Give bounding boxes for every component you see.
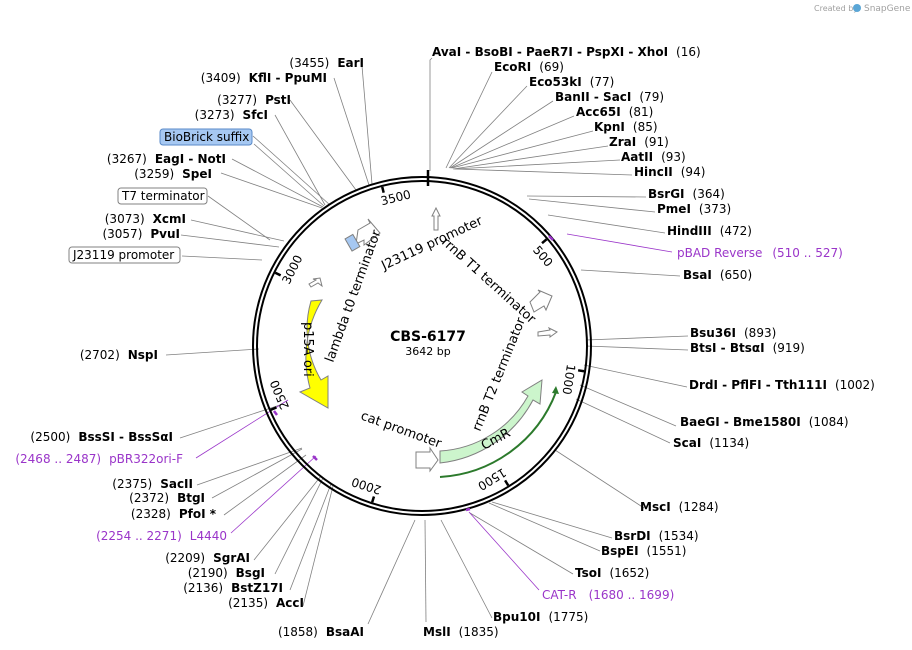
plasmid-name: CBS-6177 (390, 329, 466, 345)
feature-biobrick-suffix (344, 233, 361, 252)
site-label: BtsI - BtsαI(919) (690, 341, 805, 355)
site-label: Acc65I(81) (576, 105, 653, 119)
site-label: BaeGI - Bme1580I(1084) (680, 415, 849, 429)
site-label: BsrGI(364) (648, 187, 725, 201)
primer-label: pBAD Reverse(510 .. 527) (677, 246, 843, 260)
tick-label: 2000 (350, 475, 383, 498)
site-label: MscI(1284) (640, 500, 719, 514)
site-label: (2136)BstZ17I (183, 581, 283, 595)
site-label: HindIII(472) (667, 224, 752, 238)
tick-label: 2500 (267, 378, 292, 412)
site-label: BsrDI(1534) (614, 529, 699, 543)
t7-terminator-label: T7 terminator (121, 189, 205, 203)
primer-mark-pbr322 (273, 410, 278, 416)
tick-mark (370, 496, 376, 503)
site-label: (2372)BtgI (129, 491, 205, 505)
site-label: Bsu36I(893) (690, 326, 776, 340)
site-label: (3273)SfcI (195, 108, 268, 122)
site-label: (2190)BsgI (188, 566, 265, 580)
tick-mark (541, 238, 548, 245)
leader-lines (165, 57, 689, 625)
primer-label: CAT-R(1680 .. 1699) (542, 588, 674, 602)
primer-mark-pbad (548, 235, 554, 241)
plasmid-size: 3642 bp (405, 345, 450, 358)
backbone (252, 176, 592, 516)
snapgene-logo-icon (853, 4, 861, 12)
site-label: BanII - SacI(79) (555, 90, 664, 104)
j23119-promoter-box (68, 246, 181, 264)
feature-label-cat-promoter: cat promoter (359, 409, 444, 452)
site-label: AatII(93) (621, 150, 686, 164)
feature-label-rrnb-t1: rrnB T1 terminator (438, 235, 538, 328)
tick-mark (381, 186, 385, 194)
site-label: EcoRI(69) (494, 60, 564, 74)
site-label: AvaI - BsoBI - PaeR7I - PspXI - XhoI(16) (432, 45, 701, 59)
feature-rrnb-t1-terminator-b (529, 289, 553, 313)
site-label: Eco53kI(77) (529, 75, 614, 89)
site-label: ScaI(1134) (673, 436, 749, 450)
primer-label: (2254 .. 2271)L4440 (96, 529, 227, 543)
t7-terminator-box (117, 187, 208, 205)
site-label: (2135)AccI (228, 596, 304, 610)
site-label: (2209)SgrAI (165, 551, 250, 565)
site-label: (3267)EagI - NotI (107, 152, 226, 166)
site-label: (2702)NspI (80, 348, 158, 362)
site-label: (1858)BsaAI (278, 625, 364, 639)
j23119-promoter-label: J23119 promoter (72, 248, 174, 262)
site-label: BsaI(650) (683, 268, 752, 282)
site-label: BspEI(1551) (601, 544, 686, 558)
site-label: TsoI(1652) (575, 566, 649, 580)
site-label: (3259)SpeI (134, 167, 212, 181)
site-label: HincII(94) (634, 165, 705, 179)
site-label: MslI(1835) (423, 625, 499, 639)
feature-p15a-ori (298, 299, 329, 409)
feature-cat-promoter (415, 446, 439, 473)
feature-cmr (439, 379, 543, 464)
credit-prefix: Created by (814, 4, 858, 13)
primer-mark-l4440 (312, 455, 318, 461)
site-label: (2500)BssSI - BssSαI (30, 430, 173, 444)
site-label: (2375)SacII (112, 477, 193, 491)
site-label: DrdI - PflFI - Tth111I(1002) (689, 378, 875, 392)
site-label: KpnI(85) (594, 120, 658, 134)
site-label: (3455)EarI (289, 56, 364, 70)
tick-mark (504, 479, 510, 487)
feature-lambda-t0-terminator (308, 277, 323, 288)
primer-mark-cat-r (465, 507, 471, 512)
biobrick-suffix-box (159, 128, 253, 146)
cmr-underline-arrow-icon (552, 386, 559, 394)
credit-brand: SnapGene (864, 4, 911, 14)
feature-rrnb-t1-terminator (431, 206, 441, 231)
tick-label: 500 (530, 243, 556, 270)
site-label: (3073)XcmI (105, 212, 186, 226)
tick-mark (270, 406, 277, 411)
site-label: PmeI(373) (657, 202, 731, 216)
feature-label-p15a-ori: p15A ori (300, 322, 315, 377)
site-label: (3277)PstI (217, 93, 291, 107)
feature-rrnb-t2-terminator (537, 326, 558, 338)
primer-label: (2468 .. 2487)pBR322ori-F (15, 452, 183, 466)
tick-mark (274, 271, 282, 277)
site-label: (3057)PvuI (102, 227, 180, 241)
site-label: ZraI(91) (609, 135, 669, 149)
tick-label: 1000 (559, 363, 578, 395)
tick-mark (577, 369, 585, 373)
feature-cmr-underline (439, 391, 557, 478)
site-label: (3409)KflI - PpuMI (201, 71, 327, 85)
biobrick-suffix-label: BioBrick suffix (164, 130, 249, 144)
site-label: (2328)PfoI * (131, 507, 217, 521)
primer-marks (273, 235, 554, 512)
site-label: Bpu10I(1775) (493, 610, 588, 624)
